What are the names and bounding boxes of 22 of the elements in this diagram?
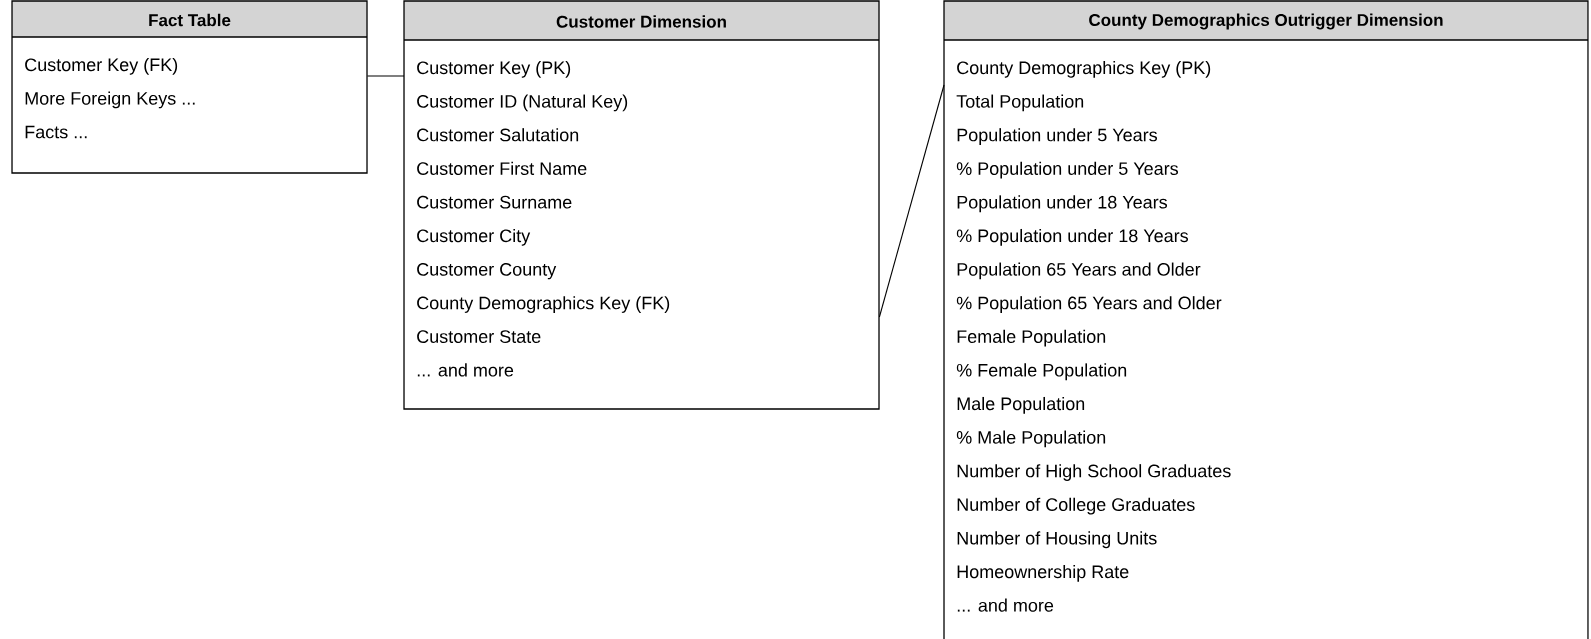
node-label: Number of College Graduates <box>957 497 1195 515</box>
node-label: Female Population <box>957 329 1106 347</box>
connector-line <box>366 75 405 77</box>
node-label: Population under 5 Years <box>957 128 1158 145</box>
node-label: Number of Housing Units <box>957 531 1157 549</box>
node-label: County Demographics Key (PK) <box>957 60 1211 78</box>
node-label: Population under 18 Years <box>957 195 1168 213</box>
table-box: County Demographics Outrigger Dimension County Demographics Key (PK) Total Population Population under 5 Years % Population under 5 Years Population under 18 Years % Population under 18 Years Population 65 Years and Older % Population 65 Years and Older Female Population % Female Population Male Population % Male Population Number of High School Graduates Number of College Graduates Number of Housing Units Homeownership Rate ... and more <box>943 0 1589 639</box>
node-label: ... and more <box>957 598 1054 612</box>
table-box: Fact Table Customer Key (FK) More Foreign Keys ... Facts ... <box>11 0 368 174</box>
node-label: Total Population <box>956 94 1084 112</box>
node-label: % Population 65 Years and Older <box>956 296 1222 313</box>
node-label: % Population under 5 Years <box>956 161 1179 179</box>
node-label: % Population under 18 Years <box>956 228 1189 246</box>
node-label: Homeownership Rate <box>957 564 1129 582</box>
node-label: % Male Population <box>956 430 1106 448</box>
node-label: Number of High School Graduates <box>957 464 1231 481</box>
node-label: Male Population <box>957 396 1085 414</box>
node-label: Population 65 Years and Older <box>957 262 1201 280</box>
table-box: Customer Dimension Customer Key (PK) Customer ID (Natural Key) Customer Salutation Customer First Name Customer Surname Customer City Customer County County Demographics Key (FK) Customer State ... and more <box>403 0 880 410</box>
node-label: % Female Population <box>956 363 1127 381</box>
connector-line <box>878 84 945 318</box>
